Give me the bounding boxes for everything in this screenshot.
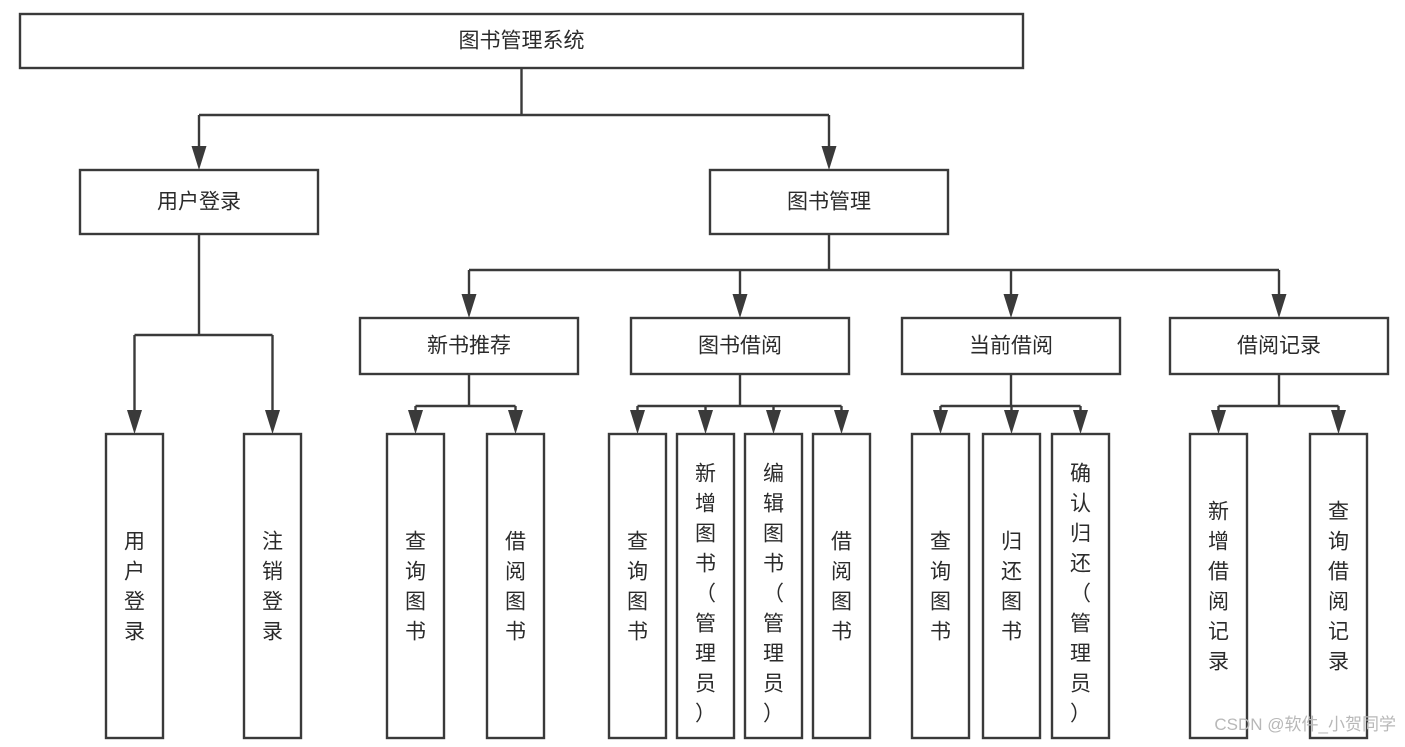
node-user-login[interactable]: 用户登录: [78, 168, 320, 236]
node-leaf-borrow-book-1[interactable]: 借阅图书: [485, 432, 546, 740]
node-label: 编辑图书（管理员）: [763, 463, 784, 726]
node-label: 确认归还（管理员）: [1070, 463, 1091, 726]
node-box[interactable]: [910, 432, 971, 740]
node-box[interactable]: [18, 12, 1025, 70]
node-box[interactable]: [1188, 432, 1249, 740]
connector-group-current-borrow: [933, 374, 1088, 434]
node-label: 当前借阅: [969, 335, 1053, 358]
node-leaf-add-book[interactable]: 新增图书（管理员）: [675, 432, 736, 740]
node-box[interactable]: [900, 316, 1122, 376]
node-label: 归还图书: [1001, 531, 1022, 644]
node-label: 图书借阅: [698, 335, 782, 358]
arrow-head-icon: [766, 410, 781, 434]
connector-group-book-borrow: [630, 374, 849, 434]
node-leaf-add-record[interactable]: 新增借阅记录: [1188, 432, 1249, 740]
arrow-head-icon: [127, 410, 142, 434]
node-leaf-query-book-1[interactable]: 查询图书: [385, 432, 446, 740]
node-leaf-confirm-return[interactable]: 确认归还（管理员）: [1050, 432, 1111, 740]
node-box[interactable]: [629, 316, 851, 376]
node-label: 借阅图书: [505, 531, 526, 644]
node-box[interactable]: [1050, 432, 1111, 740]
node-label: 图书管理: [787, 191, 871, 214]
arrow-head-icon: [1331, 410, 1346, 434]
node-current-borrow[interactable]: 当前借阅: [900, 316, 1122, 376]
node-book-manage[interactable]: 图书管理: [708, 168, 950, 236]
node-label: 图书管理系统: [459, 30, 585, 53]
arrow-head-icon: [698, 410, 713, 434]
node-label: 新书推荐: [427, 335, 511, 358]
node-label: 用户登录: [124, 531, 145, 644]
node-box[interactable]: [385, 432, 446, 740]
node-label: 查询图书: [405, 531, 426, 644]
node-box[interactable]: [1308, 432, 1369, 740]
node-label: 借阅图书: [831, 531, 852, 644]
arrow-head-icon: [508, 410, 523, 434]
node-label: 注销登录: [262, 531, 283, 644]
arrow-head-icon: [1073, 410, 1088, 434]
connector-group-book-manage: [461, 234, 1287, 318]
connector-group-root: [191, 68, 837, 170]
node-label: 新增图书（管理员）: [695, 463, 716, 726]
arrow-head-icon: [834, 410, 849, 434]
arrow-head-icon: [265, 410, 280, 434]
arrow-head-icon: [1211, 410, 1226, 434]
node-label: 用户登录: [157, 191, 241, 214]
connector-group-user-login: [127, 234, 280, 434]
connector-group-borrow-record: [1211, 374, 1346, 434]
arrow-head-icon: [821, 146, 837, 170]
node-box[interactable]: [358, 316, 580, 376]
node-leaf-edit-book[interactable]: 编辑图书（管理员）: [743, 432, 804, 740]
watermark: CSDN @软件_小贺同学: [1214, 715, 1396, 734]
node-layer: 图书管理系统用户登录图书管理新书推荐图书借阅当前借阅借阅记录用户登录注销登录查询…: [18, 12, 1390, 740]
node-box[interactable]: [675, 432, 736, 740]
node-root[interactable]: 图书管理系统: [18, 12, 1025, 70]
node-box[interactable]: [743, 432, 804, 740]
node-book-borrow[interactable]: 图书借阅: [629, 316, 851, 376]
arrow-head-icon: [732, 294, 748, 318]
node-leaf-query-record[interactable]: 查询借阅记录: [1308, 432, 1369, 740]
node-box[interactable]: [242, 432, 303, 740]
node-box[interactable]: [811, 432, 872, 740]
arrow-head-icon: [933, 410, 948, 434]
arrow-head-icon: [461, 294, 477, 318]
node-leaf-user-logout[interactable]: 注销登录: [242, 432, 303, 740]
node-leaf-borrow-book-2[interactable]: 借阅图书: [811, 432, 872, 740]
connector-group-new-book-rec: [408, 374, 523, 434]
arrow-head-icon: [1004, 410, 1019, 434]
connector-layer: [127, 68, 1346, 434]
node-box[interactable]: [708, 168, 950, 236]
arrow-head-icon: [408, 410, 423, 434]
arrow-head-icon: [1003, 294, 1019, 318]
node-box[interactable]: [485, 432, 546, 740]
node-leaf-query-book-3[interactable]: 查询图书: [910, 432, 971, 740]
node-new-book-rec[interactable]: 新书推荐: [358, 316, 580, 376]
node-leaf-user-login[interactable]: 用户登录: [104, 432, 165, 740]
node-leaf-return-book[interactable]: 归还图书: [981, 432, 1042, 740]
node-box[interactable]: [78, 168, 320, 236]
node-label: 查询图书: [930, 531, 951, 644]
node-label: 新增借阅记录: [1208, 501, 1229, 674]
node-box[interactable]: [104, 432, 165, 740]
node-box[interactable]: [1168, 316, 1390, 376]
arrow-head-icon: [1271, 294, 1287, 318]
node-label: 查询图书: [627, 531, 648, 644]
arrow-head-icon: [630, 410, 645, 434]
node-leaf-query-book-2[interactable]: 查询图书: [607, 432, 668, 740]
node-box[interactable]: [981, 432, 1042, 740]
node-label: 查询借阅记录: [1328, 501, 1349, 674]
node-label: 借阅记录: [1237, 335, 1321, 358]
node-box[interactable]: [607, 432, 668, 740]
arrow-head-icon: [191, 146, 207, 170]
node-borrow-record[interactable]: 借阅记录: [1168, 316, 1390, 376]
